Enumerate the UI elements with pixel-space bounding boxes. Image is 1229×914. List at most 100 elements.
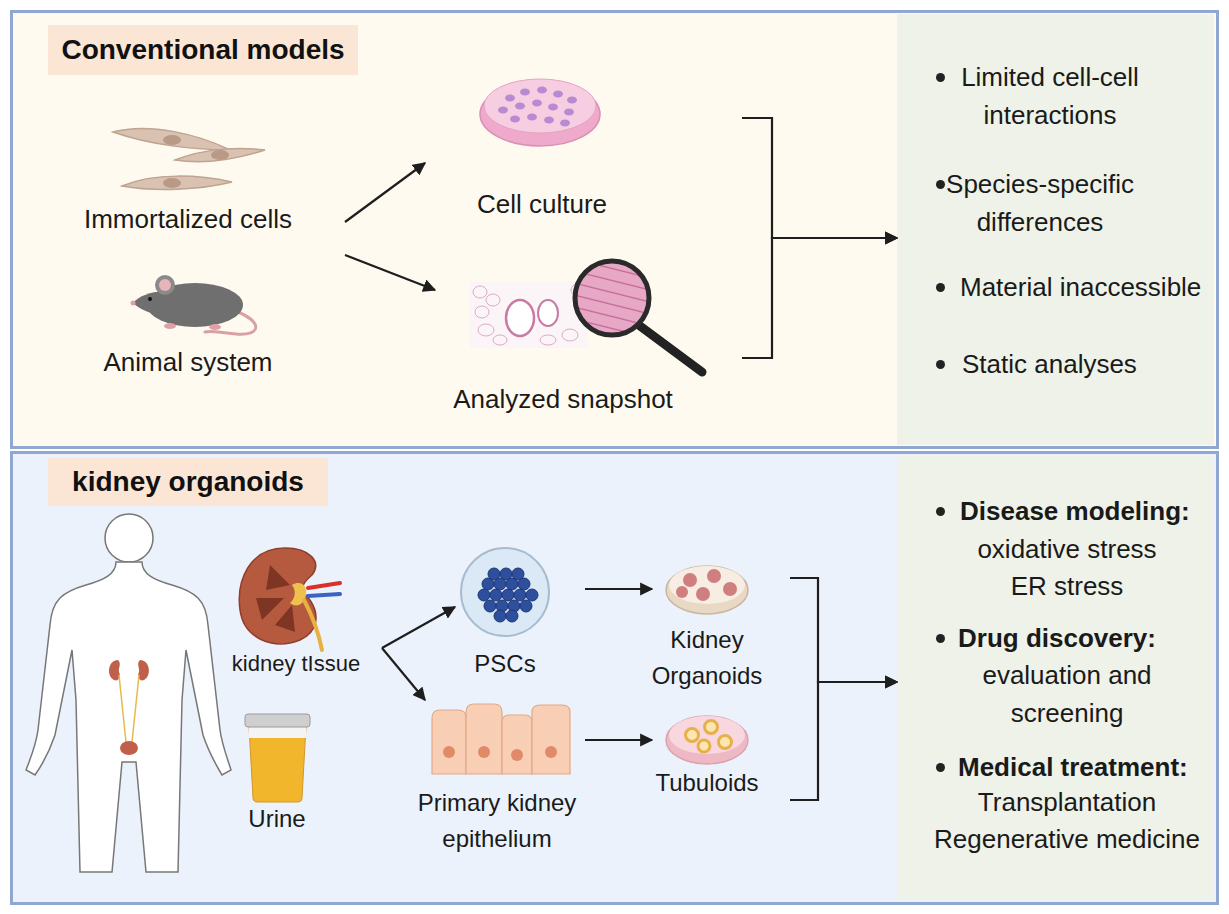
label-text: Medical treatment: <box>958 748 1208 786</box>
tissue-section <box>473 286 487 298</box>
human-figure <box>26 514 231 872</box>
petri-dish <box>560 120 570 127</box>
epithelium-cells <box>478 746 490 758</box>
arrow-connector <box>585 588 652 590</box>
panel-background <box>12 453 1218 904</box>
organoid-dish <box>707 569 721 583</box>
stem-cell-cluster <box>494 610 506 622</box>
kidney-illustration <box>239 548 340 650</box>
label-text: Material inaccessible <box>960 268 1210 306</box>
tissue-section <box>475 306 489 318</box>
icon-label: Cell culture <box>425 60 742 220</box>
stem-cell-cluster <box>514 589 526 601</box>
organoid-dish <box>683 573 697 587</box>
outcome-box: Limited cell-cell interactionsSpecies-sp… <box>897 14 1214 445</box>
organoid-dish <box>666 566 748 614</box>
kidney-illustration <box>304 600 322 650</box>
epithelium-cells <box>545 746 557 758</box>
icon-label: PSCs <box>455 540 585 680</box>
epithelium-cells <box>432 710 466 774</box>
cells-icon <box>113 128 230 150</box>
petri-dish <box>553 91 563 98</box>
bullet-dot <box>936 763 945 772</box>
stem-cell-cluster <box>518 578 530 590</box>
tissue-section <box>470 282 588 348</box>
epithelium-cells <box>432 704 570 774</box>
petri-dish <box>548 104 558 111</box>
magnifier <box>570 294 650 314</box>
arrow-connector <box>742 238 897 358</box>
petri-dish <box>510 116 520 123</box>
human-figure <box>109 660 120 680</box>
petri-dish <box>484 79 596 133</box>
human-figure <box>138 660 149 680</box>
icon-label: Animal system <box>80 245 345 380</box>
label-text: Limited cell-cell interactions <box>950 58 1150 134</box>
organoid-dish <box>669 566 745 604</box>
tissue-section <box>493 335 507 345</box>
icon-label: kidney tIssue <box>232 540 382 680</box>
magnifier <box>570 282 650 302</box>
cells-icon <box>122 176 232 189</box>
magnifier <box>575 261 649 335</box>
petri-dish <box>537 87 547 94</box>
stem-cell-cluster <box>461 548 549 636</box>
human-figure <box>26 562 231 872</box>
mouse-icon <box>155 275 175 295</box>
petri-dish <box>520 89 530 96</box>
urine-cup <box>245 714 310 727</box>
label-text: Cell culture <box>432 189 652 219</box>
mouse-icon <box>133 292 172 316</box>
tissue-section <box>470 282 588 348</box>
icon-label: Immortalized cells <box>80 118 345 238</box>
tubuloid-dish <box>698 740 710 752</box>
urine-cup <box>249 726 306 738</box>
arrow-connector <box>790 578 897 682</box>
petri-dish <box>567 97 577 104</box>
label-text: Tubuloids <box>642 768 772 798</box>
human-figure <box>120 741 138 755</box>
tissue-section <box>478 324 494 336</box>
epithelium-cells <box>502 715 532 774</box>
bullet-dot <box>936 507 945 516</box>
bullet-dot <box>936 73 945 82</box>
urine-cup <box>245 714 310 802</box>
organoid-dish <box>666 566 748 614</box>
human-figure <box>105 514 153 562</box>
mouse-icon <box>131 275 256 334</box>
label-text: Immortalized cells <box>58 204 318 234</box>
label-text: Drug discovery: <box>958 619 1208 657</box>
label-text: Static analyses <box>962 345 1202 383</box>
magnifier <box>570 258 650 338</box>
panel-background <box>12 12 1218 904</box>
epithelium-cells <box>532 705 570 774</box>
stem-cell-cluster <box>478 589 490 601</box>
panel-background <box>12 12 1218 448</box>
cells-icon <box>211 150 229 160</box>
cells-icon <box>113 128 265 189</box>
label-text: Transplantation <box>937 783 1197 821</box>
stem-cell-cluster <box>461 548 549 636</box>
stem-cell-cluster <box>490 589 502 601</box>
organoid-dish <box>723 582 737 596</box>
outcome-box: Disease modeling:oxidative stressER stre… <box>897 456 1214 900</box>
label-text: Primary kidney epithelium <box>405 785 590 857</box>
tubuloid-dish <box>686 729 699 742</box>
epithelium-cells <box>511 749 523 761</box>
label-text: Analyzed snapshot <box>433 384 693 414</box>
cells-icon <box>163 135 181 145</box>
label-text: Species-specific differences <box>933 165 1148 241</box>
magnifier <box>640 326 702 372</box>
label-text: kidney tIssue <box>216 649 376 679</box>
icon-label: Tubuloids <box>652 705 790 805</box>
mouse-icon <box>148 297 152 301</box>
label-text: Conventional models <box>48 25 358 75</box>
petri-dish <box>515 103 525 110</box>
label-text: PSCs <box>445 649 565 679</box>
header-box: Conventional models <box>48 25 358 75</box>
stem-cell-cluster <box>482 578 494 590</box>
tissue-section <box>538 300 558 326</box>
arrow-connector <box>382 648 425 700</box>
kidney-illustration <box>308 583 340 588</box>
